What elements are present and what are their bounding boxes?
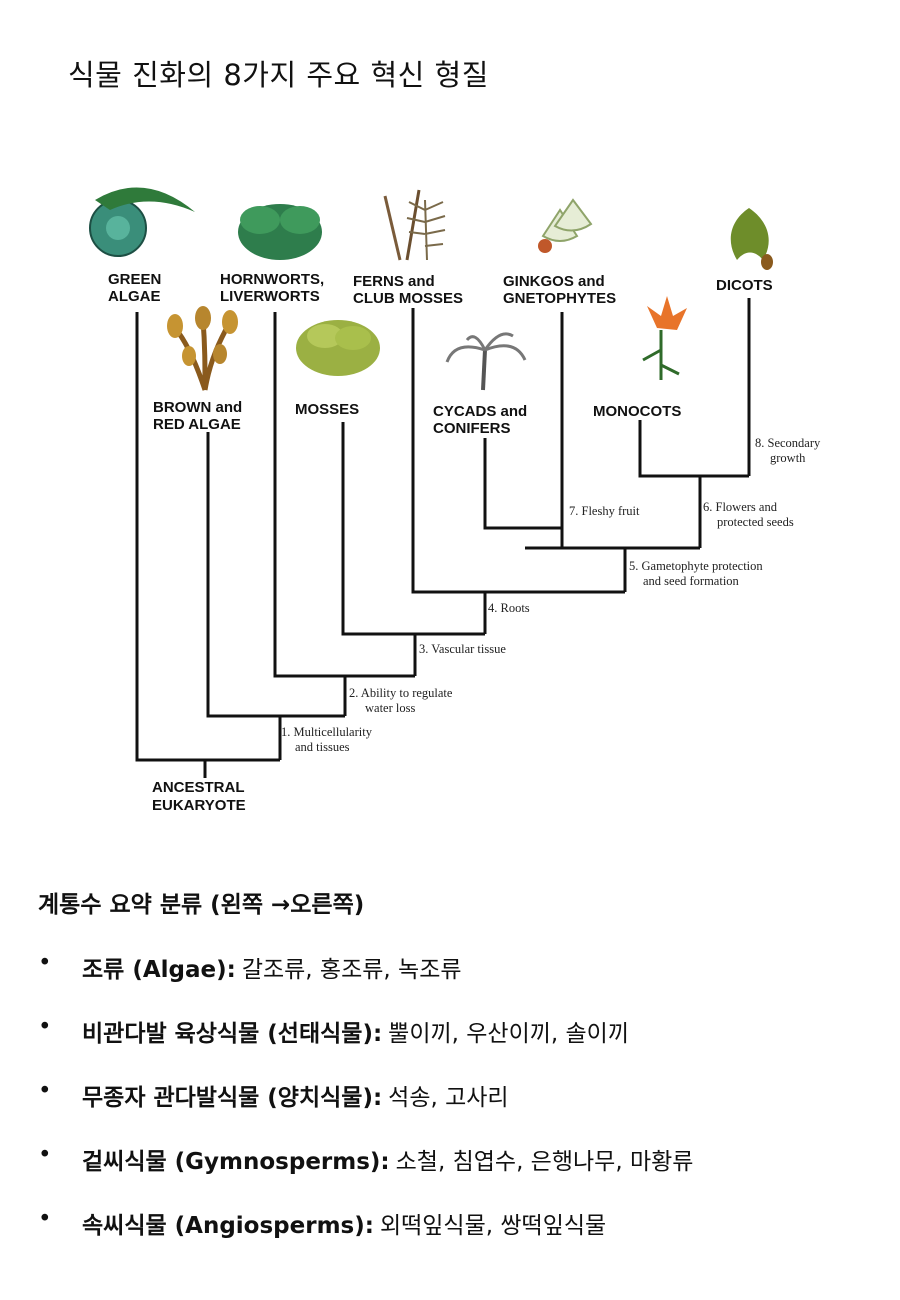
item-name: 무종자 관다발식물 (양치식물): xyxy=(82,1085,383,1111)
dicots-illustration xyxy=(730,208,773,270)
page-title: 식물 진화의 8가지 주요 혁신 형질 xyxy=(68,58,489,92)
taxon-green-algae-line: ALGAE xyxy=(108,288,161,305)
item-members: 소철, 침엽수, 은행나무, 마황류 xyxy=(395,1149,694,1175)
taxon-dicots-line: DICOTS xyxy=(716,277,773,294)
branch-monocots xyxy=(638,420,702,548)
innovation-6-line: protected seeds xyxy=(717,515,794,529)
green-algae-illustration xyxy=(89,187,195,257)
bullet: • xyxy=(38,1142,52,1168)
list-item: • 속씨식물 (Angiosperms): 외떡잎식물, 쌍떡잎식물 xyxy=(38,1206,693,1270)
innovation-2-line: water loss xyxy=(365,701,415,715)
item-members: 외떡잎식물, 쌍떡잎식물 xyxy=(379,1213,607,1239)
cycads-illustration xyxy=(445,332,527,391)
innovation-1-line: and tissues xyxy=(295,740,350,754)
list-item: • 무종자 관다발식물 (양치식물): 석송, 고사리 xyxy=(38,1078,693,1142)
item-name: 비관다발 육상식물 (선태식물): xyxy=(82,1021,383,1047)
item-members: 석송, 고사리 xyxy=(388,1085,509,1111)
item-members: 뿔이끼, 우산이끼, 솔이끼 xyxy=(388,1021,630,1047)
taxon-hornworts-liverworts: HORNWORTS,LIVERWORTS xyxy=(220,271,324,305)
item-members: 갈조류, 홍조류, 녹조류 xyxy=(241,957,462,983)
innovation-4-line: 4. Roots xyxy=(488,601,530,615)
taxon-hornworts-line: HORNWORTS, xyxy=(220,271,324,288)
innovation-vascular: 3. Vascular tissue xyxy=(419,642,506,656)
taxon-dicots: DICOTS xyxy=(716,277,773,294)
branch-cycads xyxy=(483,438,564,548)
hornworts-illustration xyxy=(238,204,322,260)
innovation-5-line: 5. Gametophyte protection xyxy=(629,559,763,573)
innovation-8-line: 8. Secondary xyxy=(755,436,821,450)
taxon-ginkgos-line: GINKGOS and xyxy=(503,273,605,290)
branch-mosses xyxy=(341,422,417,676)
taxon-ferns-line: FERNS and xyxy=(353,273,435,290)
item-name: 조류 (Algae): xyxy=(82,957,236,983)
innovation-3-line: 3. Vascular tissue xyxy=(419,642,506,656)
innovation-1-line: 1. Multicellularity xyxy=(281,725,373,739)
innovation-fleshy-fruit: 7. Fleshy fruit xyxy=(569,504,640,518)
innovation-8-line: growth xyxy=(770,451,806,465)
taxon-brown-red-algae-line: RED ALGAE xyxy=(153,416,241,433)
root-label-line: ANCESTRAL xyxy=(152,779,245,796)
bullet: • xyxy=(38,1206,52,1232)
innovation-2-line: 2. Ability to regulate xyxy=(349,686,453,700)
taxon-mosses-line: MOSSES xyxy=(295,401,359,418)
summary-list: • 조류 (Algae): 갈조류, 홍조류, 녹조류 • 비관다발 육상식물 … xyxy=(38,950,693,1270)
taxon-mosses: MOSSES xyxy=(295,401,359,418)
ferns-illustration xyxy=(383,189,446,261)
bullet: • xyxy=(38,1078,52,1104)
monocots-illustration xyxy=(642,296,687,380)
taxon-monocots: MONOCOTS xyxy=(593,403,681,420)
mosses-illustration xyxy=(296,320,380,376)
taxon-monocots-line: MONOCOTS xyxy=(593,403,681,420)
summary-heading: 계통수 요약 분류 (왼쪽 →오른쪽) xyxy=(38,892,365,918)
tree-branches xyxy=(135,298,751,778)
taxon-ginkgos-line: GNETOPHYTES xyxy=(503,290,616,307)
bullet: • xyxy=(38,1014,52,1040)
ginkgos-illustration xyxy=(538,198,593,253)
bullet: • xyxy=(38,950,52,976)
taxon-ferns-line: CLUB MOSSES xyxy=(353,290,463,307)
brown-red-algae-illustration xyxy=(167,306,238,391)
innovation-roots: 4. Roots xyxy=(488,601,530,615)
innovation-5-line: and seed formation xyxy=(643,574,740,588)
taxon-brown-red-algae-line: BROWN and xyxy=(153,399,242,416)
taxon-green-algae-line: GREEN xyxy=(108,271,161,288)
innovation-6-line: 6. Flowers and xyxy=(703,500,778,514)
branch-seedplants xyxy=(525,546,627,592)
taxon-cycads-line: CYCADS and xyxy=(433,403,527,420)
item-name: 속씨식물 (Angiosperms): xyxy=(82,1213,374,1239)
item-name: 겉씨식물 (Gymnosperms): xyxy=(82,1149,390,1175)
list-item: • 조류 (Algae): 갈조류, 홍조류, 녹조류 xyxy=(38,950,693,1014)
branch-brown-algae xyxy=(206,432,282,760)
branch-root xyxy=(135,312,207,778)
list-item: • 비관다발 육상식물 (선태식물): 뿔이끼, 우산이끼, 솔이끼 xyxy=(38,1014,693,1078)
list-item: • 겉씨식물 (Gymnosperms): 소철, 침엽수, 은행나무, 마황류 xyxy=(38,1142,693,1206)
innovation-7-line: 7. Fleshy fruit xyxy=(569,504,640,518)
taxon-cycads-line: CONIFERS xyxy=(433,420,511,437)
taxon-hornworts-line: LIVERWORTS xyxy=(220,288,320,305)
root-label-line: EUKARYOTE xyxy=(152,797,246,814)
